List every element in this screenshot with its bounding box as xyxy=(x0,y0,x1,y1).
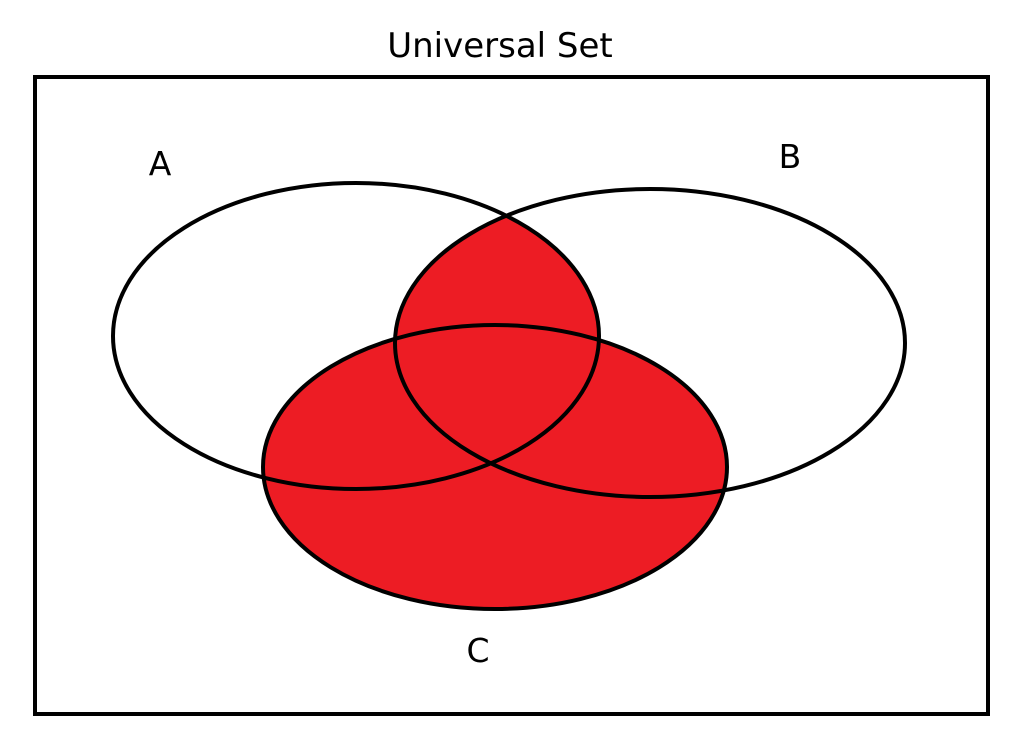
universal-set-rectangle xyxy=(33,75,990,716)
set-a-label: A xyxy=(149,144,172,183)
set-b-ellipse xyxy=(393,187,907,499)
shaded-region-group xyxy=(263,189,727,609)
set-c-label: C xyxy=(466,631,489,670)
universal-set-title: Universal Set xyxy=(387,26,613,66)
set-a-ellipse xyxy=(111,181,601,491)
set-b-label: B xyxy=(779,137,802,176)
shaded-region-a-intersect-b xyxy=(395,189,599,489)
set-c-ellipse xyxy=(261,323,729,611)
